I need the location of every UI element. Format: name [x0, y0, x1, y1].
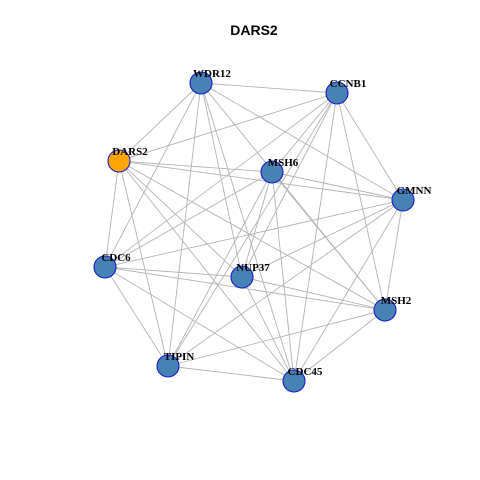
node-ccnb1[interactable]: CCNB1 [325, 78, 367, 105]
edge-msh6-tipin [167, 171, 273, 367]
edge-dars2-tipin [118, 160, 169, 367]
edge-ccnb1-msh2 [336, 92, 386, 311]
edge-ccnb1-dars2 [118, 92, 338, 162]
edge-wdr12-dars2 [118, 82, 202, 162]
edge-msh6-nup37 [241, 171, 273, 278]
edge-cdc6-tipin [104, 266, 169, 367]
edge-gmnn-tipin [167, 199, 404, 367]
edge-wdr12-gmnn [200, 82, 404, 201]
node-label: NUP37 [236, 262, 270, 274]
node-circle[interactable] [373, 298, 397, 322]
node-label: MSH6 [268, 157, 299, 169]
edge-ccnb1-cdc45 [293, 92, 338, 382]
edge-ccnb1-msh6 [271, 92, 338, 173]
edge-dars2-cdc45 [118, 160, 295, 382]
node-label: CCNB1 [330, 78, 367, 90]
edge-dars2-nup37 [118, 160, 243, 278]
node-tipin[interactable]: TIPIN [156, 351, 195, 378]
edge-nup37-msh2 [241, 276, 386, 311]
edge-wdr12-cdc6 [104, 82, 202, 268]
edge-gmnn-nup37 [241, 199, 404, 278]
edge-dars2-cdc6 [104, 160, 120, 268]
node-circle[interactable] [107, 149, 131, 173]
node-circle[interactable] [325, 81, 349, 105]
edge-wdr12-cdc45 [200, 82, 295, 382]
edge-msh6-cdc6 [104, 171, 273, 268]
edge-nup37-cdc45 [241, 276, 295, 382]
edge-msh6-cdc45 [271, 171, 295, 382]
node-cdc6[interactable]: CDC6 [93, 252, 131, 279]
edge-gmnn-msh2 [384, 199, 404, 311]
diagram-title: DARS2 [230, 22, 278, 38]
edge-msh2-tipin [167, 309, 386, 367]
edge-ccnb1-tipin [167, 92, 338, 367]
edge-msh6-gmnn [271, 171, 404, 201]
node-label: CDC45 [288, 366, 323, 378]
edge-cdc6-cdc45 [104, 266, 295, 382]
edge-gmnn-cdc6 [104, 199, 404, 268]
node-wdr12[interactable]: WDR12 [189, 68, 231, 95]
node-circle[interactable] [156, 354, 180, 378]
node-circle[interactable] [282, 369, 306, 393]
node-label: WDR12 [193, 68, 231, 80]
node-msh2[interactable]: MSH2 [373, 295, 412, 322]
node-msh6[interactable]: MSH6 [260, 157, 299, 184]
node-label: DARS2 [112, 146, 148, 158]
node-label: MSH2 [381, 295, 412, 307]
node-gmnn[interactable]: GMNN [391, 185, 432, 212]
node-cdc45[interactable]: CDC45 [282, 366, 323, 393]
edge-cdc6-nup37 [104, 266, 243, 278]
edge-ccnb1-gmnn [336, 92, 404, 201]
node-label: CDC6 [101, 252, 131, 264]
edge-ccnb1-nup37 [241, 92, 338, 278]
node-circle[interactable] [189, 71, 213, 95]
node-circle[interactable] [230, 265, 254, 289]
edge-msh6-msh2 [271, 171, 386, 311]
node-nup37[interactable]: NUP37 [230, 262, 270, 289]
node-dars2[interactable]: DARS2 [107, 146, 148, 173]
edge-tipin-cdc45 [167, 365, 295, 382]
edge-ccnb1-cdc6 [104, 92, 338, 268]
edge-cdc6-msh2 [104, 266, 386, 311]
edge-dars2-gmnn [118, 160, 404, 201]
edge-dars2-msh6 [118, 160, 273, 173]
node-circle[interactable] [391, 188, 415, 212]
node-circle[interactable] [260, 160, 284, 184]
node-label: TIPIN [164, 351, 195, 363]
edge-msh2-cdc45 [293, 309, 386, 382]
edge-wdr12-tipin [167, 82, 202, 367]
edge-wdr12-ccnb1 [200, 82, 338, 94]
edge-dars2-msh2 [118, 160, 386, 311]
edge-gmnn-cdc45 [293, 199, 404, 382]
edge-layer [104, 82, 404, 382]
node-label: GMNN [397, 185, 432, 197]
node-circle[interactable] [93, 255, 117, 279]
